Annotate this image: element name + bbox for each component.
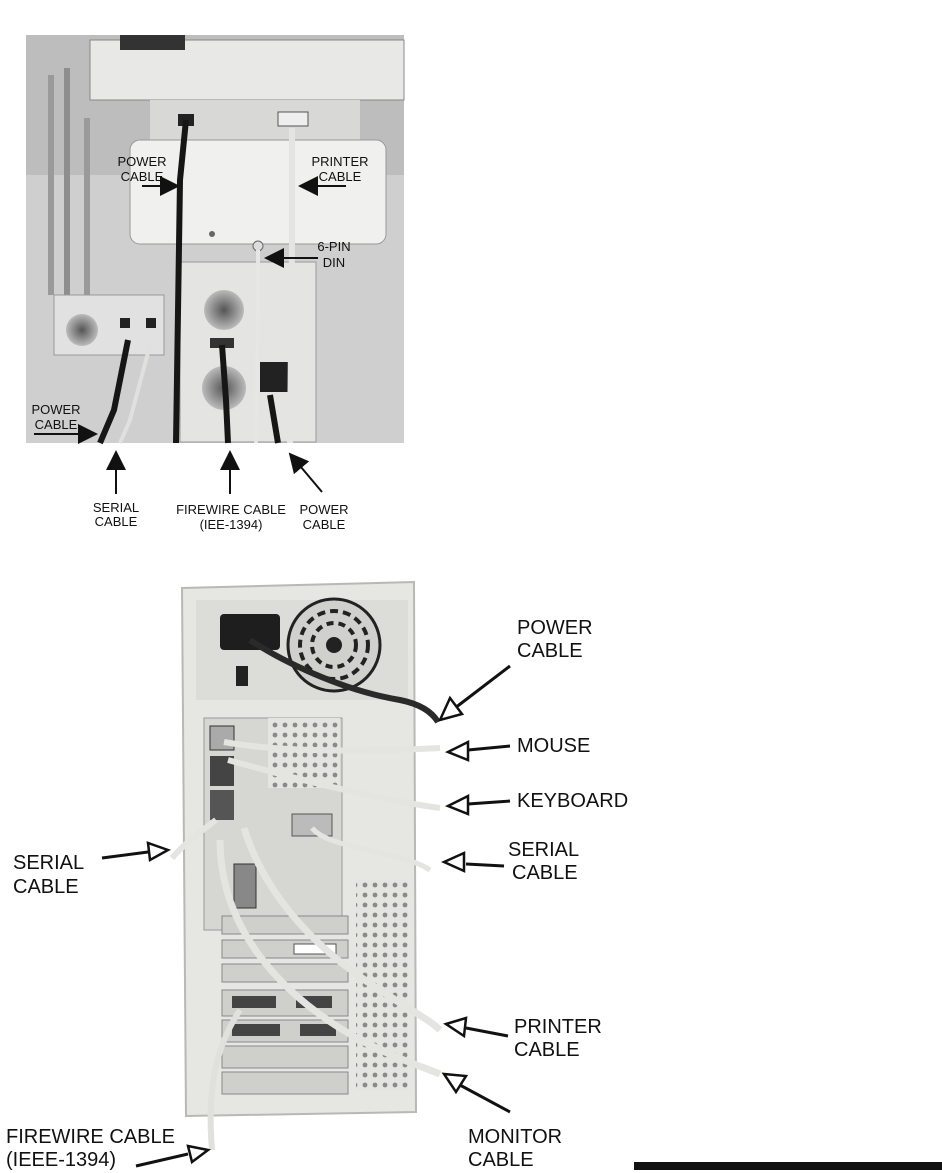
arrow-icon: [135, 1152, 189, 1168]
label-line: KEYBOARD: [517, 790, 628, 812]
label-line: CABLE: [512, 862, 578, 884]
arrow-icon: [465, 1026, 509, 1038]
bottom-label-serial-cable-right: SERIAL CABLE: [440, 839, 579, 884]
arrow-icon: [467, 744, 511, 752]
top-label-serial-cable: SERIAL CABLE: [93, 450, 139, 529]
label-line: CABLE: [517, 640, 583, 662]
label-line: PRINTER: [311, 154, 368, 169]
label-line: CABLE: [319, 169, 362, 184]
bottom-label-serial-cable-left: SERIAL CABLE: [13, 841, 172, 898]
top-label-power-cable-bottom: POWER CABLE: [288, 452, 349, 532]
bottom-label-firewire-cable: FIREWIRE CABLE (IEEE-1394): [6, 1126, 211, 1171]
label-line: 6-PIN: [317, 239, 350, 254]
arrow-icon: [454, 664, 511, 710]
arrow-icon: [457, 1082, 511, 1114]
label-line: CABLE: [121, 169, 164, 184]
label-line: CABLE: [35, 417, 78, 432]
bottom-label-monitor-cable: MONITOR CABLE: [441, 1072, 562, 1171]
label-line: (IEEE-1394): [6, 1149, 116, 1171]
bottom-label-mouse: MOUSE: [444, 735, 590, 762]
arrow-icon: [465, 862, 505, 868]
label-line: CABLE: [468, 1149, 534, 1171]
label-line: SERIAL: [13, 852, 84, 874]
arrow-icon: [101, 850, 149, 860]
top-label-6pin-din: 6-PIN DIN: [264, 239, 351, 270]
top-label-power-cable-lower-left: POWER CABLE: [31, 402, 98, 444]
bottom-rule: [634, 1162, 942, 1170]
arrow-icon: [288, 452, 323, 493]
top-label-firewire-cable: FIREWIRE CABLE (IEE-1394): [176, 450, 286, 532]
bottom-label-keyboard: KEYBOARD: [444, 790, 628, 816]
top-label-power-cable-upper: POWER CABLE: [117, 154, 180, 196]
label-line: SERIAL: [93, 500, 139, 515]
label-line: PRINTER: [514, 1016, 602, 1038]
label-line: POWER: [31, 402, 80, 417]
label-line: DIN: [323, 255, 345, 270]
label-line: CABLE: [303, 517, 346, 532]
label-line: POWER: [299, 502, 348, 517]
label-line: SERIAL: [508, 839, 579, 861]
label-line: FIREWIRE CABLE: [6, 1126, 175, 1148]
label-line: CABLE: [514, 1039, 580, 1061]
bottom-label-power-cable: POWER CABLE: [437, 617, 593, 722]
top-label-printer-cable: PRINTER CABLE: [298, 154, 369, 196]
label-line: (IEE-1394): [200, 517, 263, 532]
bottom-label-printer-cable: PRINTER CABLE: [443, 1016, 602, 1061]
label-line: POWER: [517, 617, 593, 639]
arrow-icon: [467, 799, 511, 806]
top-photo: [26, 35, 405, 445]
bottom-photo-tower: [169, 580, 443, 1151]
label-line: FIREWIRE CABLE: [176, 502, 286, 517]
label-line: CABLE: [13, 876, 79, 898]
label-line: MONITOR: [468, 1126, 562, 1148]
label-line: POWER: [117, 154, 166, 169]
label-line: CABLE: [95, 514, 138, 529]
label-line: MOUSE: [517, 735, 590, 757]
